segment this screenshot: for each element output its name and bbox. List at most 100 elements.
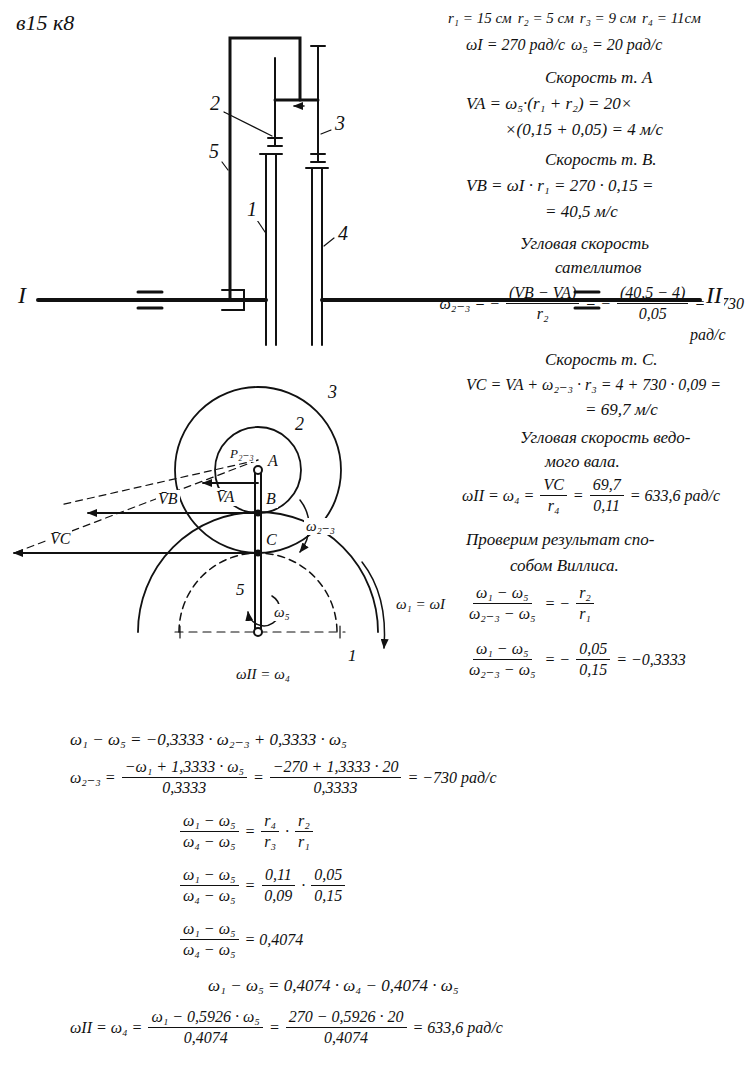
- label-text: 2: [293, 414, 306, 435]
- label-text: (VB − VA): [506, 284, 579, 304]
- label-text: 0,11: [590, 496, 623, 515]
- label-text: I: [16, 282, 28, 310]
- label-text: 0,15: [576, 660, 610, 679]
- label-text: r₃: [261, 832, 279, 851]
- formula: ω₁ − ω₅ω₂₋₃ − ω₅= −r₂r₁: [466, 584, 594, 624]
- given-radius: r₁ = 15 смr₂ = 5 смr₃ = 9 смr₄ = 11см: [448, 10, 701, 27]
- label-text: 0,11: [262, 866, 295, 886]
- label-text: −270 + 1,3333 · 20: [270, 758, 402, 778]
- label-text: VC = VA + ω₂₋₃ · r₃ = 4 + 730 · 0,09 =: [466, 376, 721, 394]
- fraction: VCr₄: [540, 476, 566, 516]
- formula: ω₁ − ω₅ω₄ − ω₅=0,110,09·0,050,15: [180, 866, 345, 906]
- label-text: 2: [208, 92, 222, 115]
- label-text: ω₅ = 20 рад/с: [571, 36, 662, 54]
- part-number: 3: [326, 382, 339, 403]
- fraction: 270 − 0,5926 · 200,4074: [286, 1008, 407, 1048]
- label-text: r₂ = 5 см: [518, 10, 574, 27]
- label-text: 4: [336, 222, 350, 245]
- angular-speed-label: ω₁ = ωI: [394, 596, 447, 613]
- label-text: ω₁ = ωI: [394, 596, 447, 613]
- formula: ω₁ − ω₅ω₄ − ω₅=r₄r₃·r₂r₁: [180, 812, 313, 852]
- unit: рад/с: [690, 326, 726, 344]
- label-text: = −0,3333: [616, 651, 686, 669]
- formula: ×(0,15 + 0,05) = 4 м/с: [505, 120, 663, 140]
- vector-label: V̄A: [214, 488, 236, 506]
- fraction: 0,110,09: [261, 866, 295, 906]
- handwritten-note: мого вала.: [545, 452, 620, 472]
- label-text: Скорость т. А: [545, 68, 652, 88]
- label-text: 3: [326, 382, 339, 403]
- label-text: =: [245, 877, 256, 895]
- fraction: (VB − VA)r₂: [506, 284, 579, 324]
- label-text: (40,5 − 4): [617, 284, 688, 304]
- part-number: 1: [245, 198, 259, 221]
- fraction: r₂r₁: [295, 812, 313, 852]
- part-number: 1: [346, 646, 359, 666]
- point-label: C: [264, 531, 279, 549]
- formula: VA = ω₅·(r₁ + r₂) = 20×: [466, 94, 632, 114]
- fraction: ω₁ − 0,5926 · ω₅0,4074: [148, 1008, 263, 1048]
- label-text: Угловая скорость ведо-: [520, 428, 690, 448]
- label-text: = −730 рад/с: [407, 769, 496, 787]
- label-text: ωII = ω₄ =: [70, 1019, 142, 1037]
- formula: ω₁ − ω₅ω₂₋₃ − ω₅= −0,050,15= −0,3333: [466, 640, 686, 680]
- label-text: ω₄ − ω₅: [180, 940, 239, 959]
- label-text: 1: [346, 646, 359, 666]
- part-number: 4: [336, 222, 350, 245]
- handwritten-note: Скорость т. С.: [545, 350, 658, 370]
- label-text: VA = ω₅·(r₁ + r₂) = 20×: [466, 94, 632, 114]
- part-number: 2: [293, 414, 306, 435]
- label-text: B: [264, 490, 278, 508]
- label-text: = 633,6 рад/с: [630, 487, 720, 505]
- label-text: Угловая скорость: [520, 234, 649, 254]
- formula: ωII = ω₄ =VCr₄=69,70,11= 633,6 рад/с: [462, 476, 720, 516]
- fraction: r₄r₃: [261, 812, 279, 852]
- label-text: =: [245, 823, 256, 841]
- angular-speed-label: ω₂₋₃: [304, 518, 337, 535]
- formula: ω₁ − ω₅ = 0,4074 · ω₄ − 0,4074 · ω₅: [208, 976, 459, 996]
- label-text: ω₁ − ω₅: [180, 866, 239, 886]
- handwritten-note: Скорость т. В.: [545, 150, 657, 170]
- formula: ω₁ − ω₅ = −0,3333 · ω₂₋₃ + 0,3333 · ω₅: [70, 730, 347, 750]
- label-text: ω₂₋₃ − ω₅: [466, 604, 539, 623]
- vector-label: V̄B: [156, 490, 180, 508]
- part-number: 3: [333, 112, 347, 135]
- fraction: (40,5 − 4)0,05: [617, 284, 688, 324]
- fraction: r₂r₁: [576, 584, 594, 624]
- label-text: ω₂₋₃ = −: [440, 295, 500, 313]
- label-text: =: [269, 1019, 280, 1037]
- formula: = 40,5 м/с: [545, 202, 618, 222]
- angular-speed-label: ωII = ω₄: [234, 666, 292, 683]
- label-text: V̄B: [156, 490, 180, 508]
- label-text: r₁: [295, 832, 313, 851]
- label-text: ω₅: [272, 604, 292, 621]
- label-text: 3: [333, 112, 347, 135]
- label-text: ωII = ω₄: [234, 666, 292, 683]
- label-text: 69,7: [590, 476, 624, 496]
- label-text: = −: [545, 595, 571, 613]
- part-number: 2: [208, 92, 222, 115]
- formula: = 69,7 м/с: [585, 400, 658, 420]
- label-text: −ω₁ + 1,3333 · ω₅: [122, 758, 247, 778]
- label-text: собом Виллиса.: [510, 556, 619, 576]
- label-text: 0,05: [311, 866, 345, 886]
- label-text: 270 − 0,5926 · 20: [286, 1008, 407, 1028]
- label-text: V̄A: [214, 488, 236, 506]
- fraction: 0,050,15: [311, 866, 345, 906]
- part-number: 5: [234, 580, 247, 600]
- label-text: 5: [207, 140, 221, 163]
- fraction: ω₁ − ω₅ω₄ − ω₅: [180, 812, 239, 852]
- problem-number: в15 к8: [16, 10, 74, 35]
- label-text: Скорость т. В.: [545, 150, 657, 170]
- fraction: ω₁ − ω₅ω₄ − ω₅: [180, 920, 239, 960]
- label-text: ω₁ − ω₅ = −0,3333 · ω₂₋₃ + 0,3333 · ω₅: [70, 730, 347, 750]
- label-text: P₂₋₃: [228, 447, 256, 462]
- fraction: 69,70,11: [590, 476, 624, 516]
- fraction: ω₁ − ω₅ω₄ − ω₅: [180, 866, 239, 906]
- given-speed: ωI = 270 рад/сω₅ = 20 рад/с: [466, 36, 662, 54]
- formula: VB = ωI · r₁ = 270 · 0,15 =: [466, 176, 653, 196]
- label-text: = 633,6 рад/с: [413, 1019, 503, 1037]
- part-number: 5: [207, 140, 221, 163]
- label-text: 0,3333: [311, 778, 361, 797]
- formula: ω₂₋₃ = −(VB − VA)r₂= −(40,5 − 4)0,05= −7…: [440, 284, 744, 324]
